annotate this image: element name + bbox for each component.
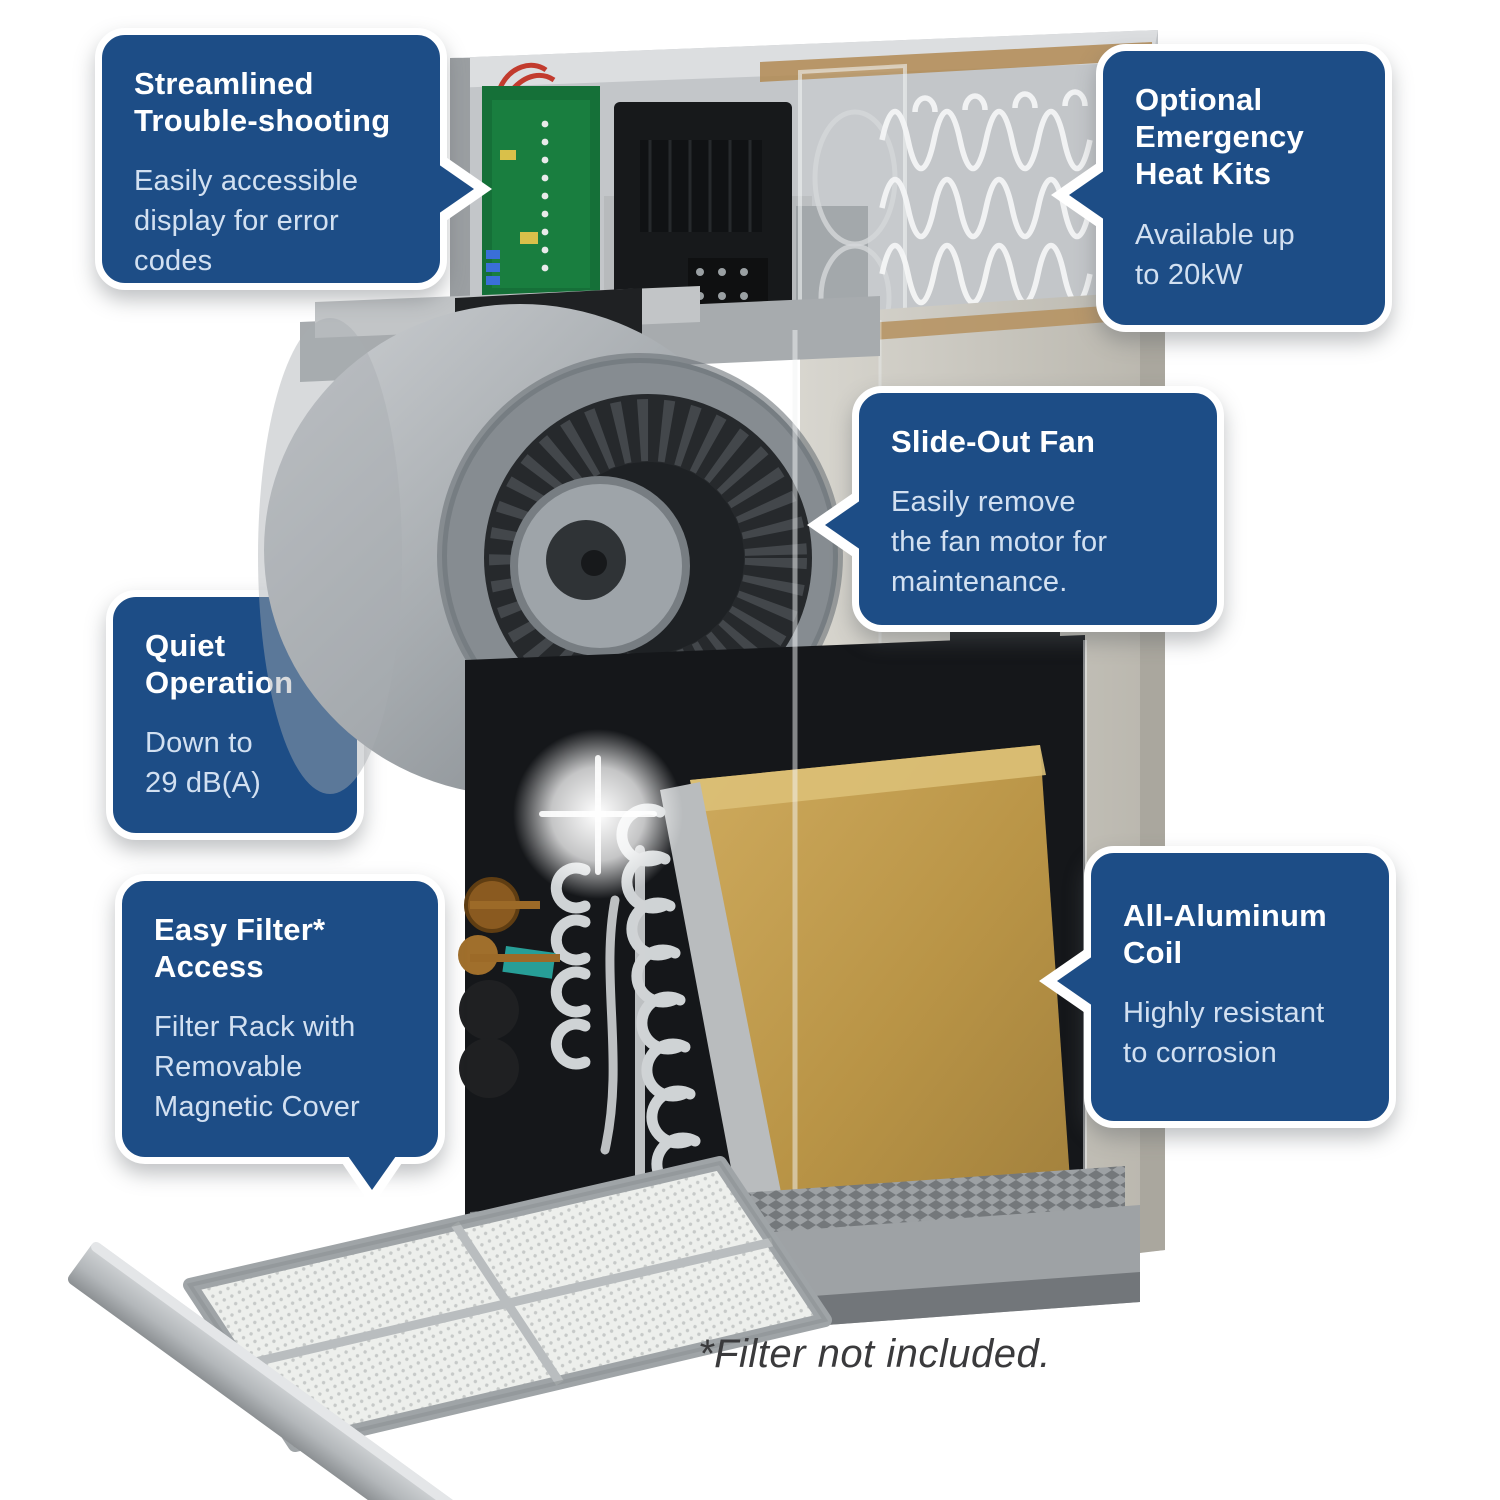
- coil-gold-panel: [690, 745, 1070, 1245]
- blower-deck: [300, 286, 880, 382]
- callout-easy-filter-access: Easy Filter* Access Filter Rack with Rem…: [115, 874, 445, 1207]
- callout-title: All-Aluminum Coil: [1123, 898, 1327, 971]
- callout-body: Available up to 20kW: [1135, 218, 1295, 291]
- callout-body: Highly resistant to corrosion: [1123, 997, 1325, 1070]
- callout-body: Down to 29 dB(A): [145, 727, 262, 800]
- coil-tubes: [550, 803, 706, 1243]
- callout-body: Filter Rack with Removable Magnetic Cove…: [154, 1011, 360, 1124]
- callout-optional-emergency-heat-kits: Optional Emergency Heat Kits Available u…: [1051, 44, 1392, 332]
- callout-title: Optional Emergency Heat Kits: [1135, 82, 1304, 192]
- callout-quiet-operation: Quiet Operation Down to 29 dB(A): [106, 590, 364, 840]
- callout-title: Quiet Operation: [145, 628, 294, 701]
- callout-all-aluminum-coil: All-Aluminum Coil Highly resistant to co…: [1039, 846, 1396, 1128]
- callout-slide-out-fan: Slide-Out Fan Easily remove the fan moto…: [807, 386, 1224, 632]
- callout-title: Easy Filter* Access: [154, 912, 326, 985]
- clear-cover: [798, 63, 907, 353]
- transformer-blocks: [614, 102, 792, 314]
- callout-streamlined-troubleshooting: Streamlined Trouble-shooting Easily acce…: [95, 28, 492, 290]
- magnetic-cover-bar: [67, 1241, 478, 1500]
- unit-base: [460, 1166, 1140, 1352]
- callout-title: Streamlined Trouble-shooting: [134, 66, 391, 139]
- footnote-filter-not-included: *Filter not included.: [698, 1332, 1051, 1376]
- light-glare: [513, 729, 683, 899]
- callout-body: Easily remove the fan motor for maintena…: [891, 486, 1108, 599]
- valve-fittings: [458, 877, 560, 1098]
- callout-title: Slide-Out Fan: [891, 424, 1096, 459]
- callout-body: Easily accessible display for error code…: [134, 165, 359, 278]
- control-board: [482, 62, 600, 302]
